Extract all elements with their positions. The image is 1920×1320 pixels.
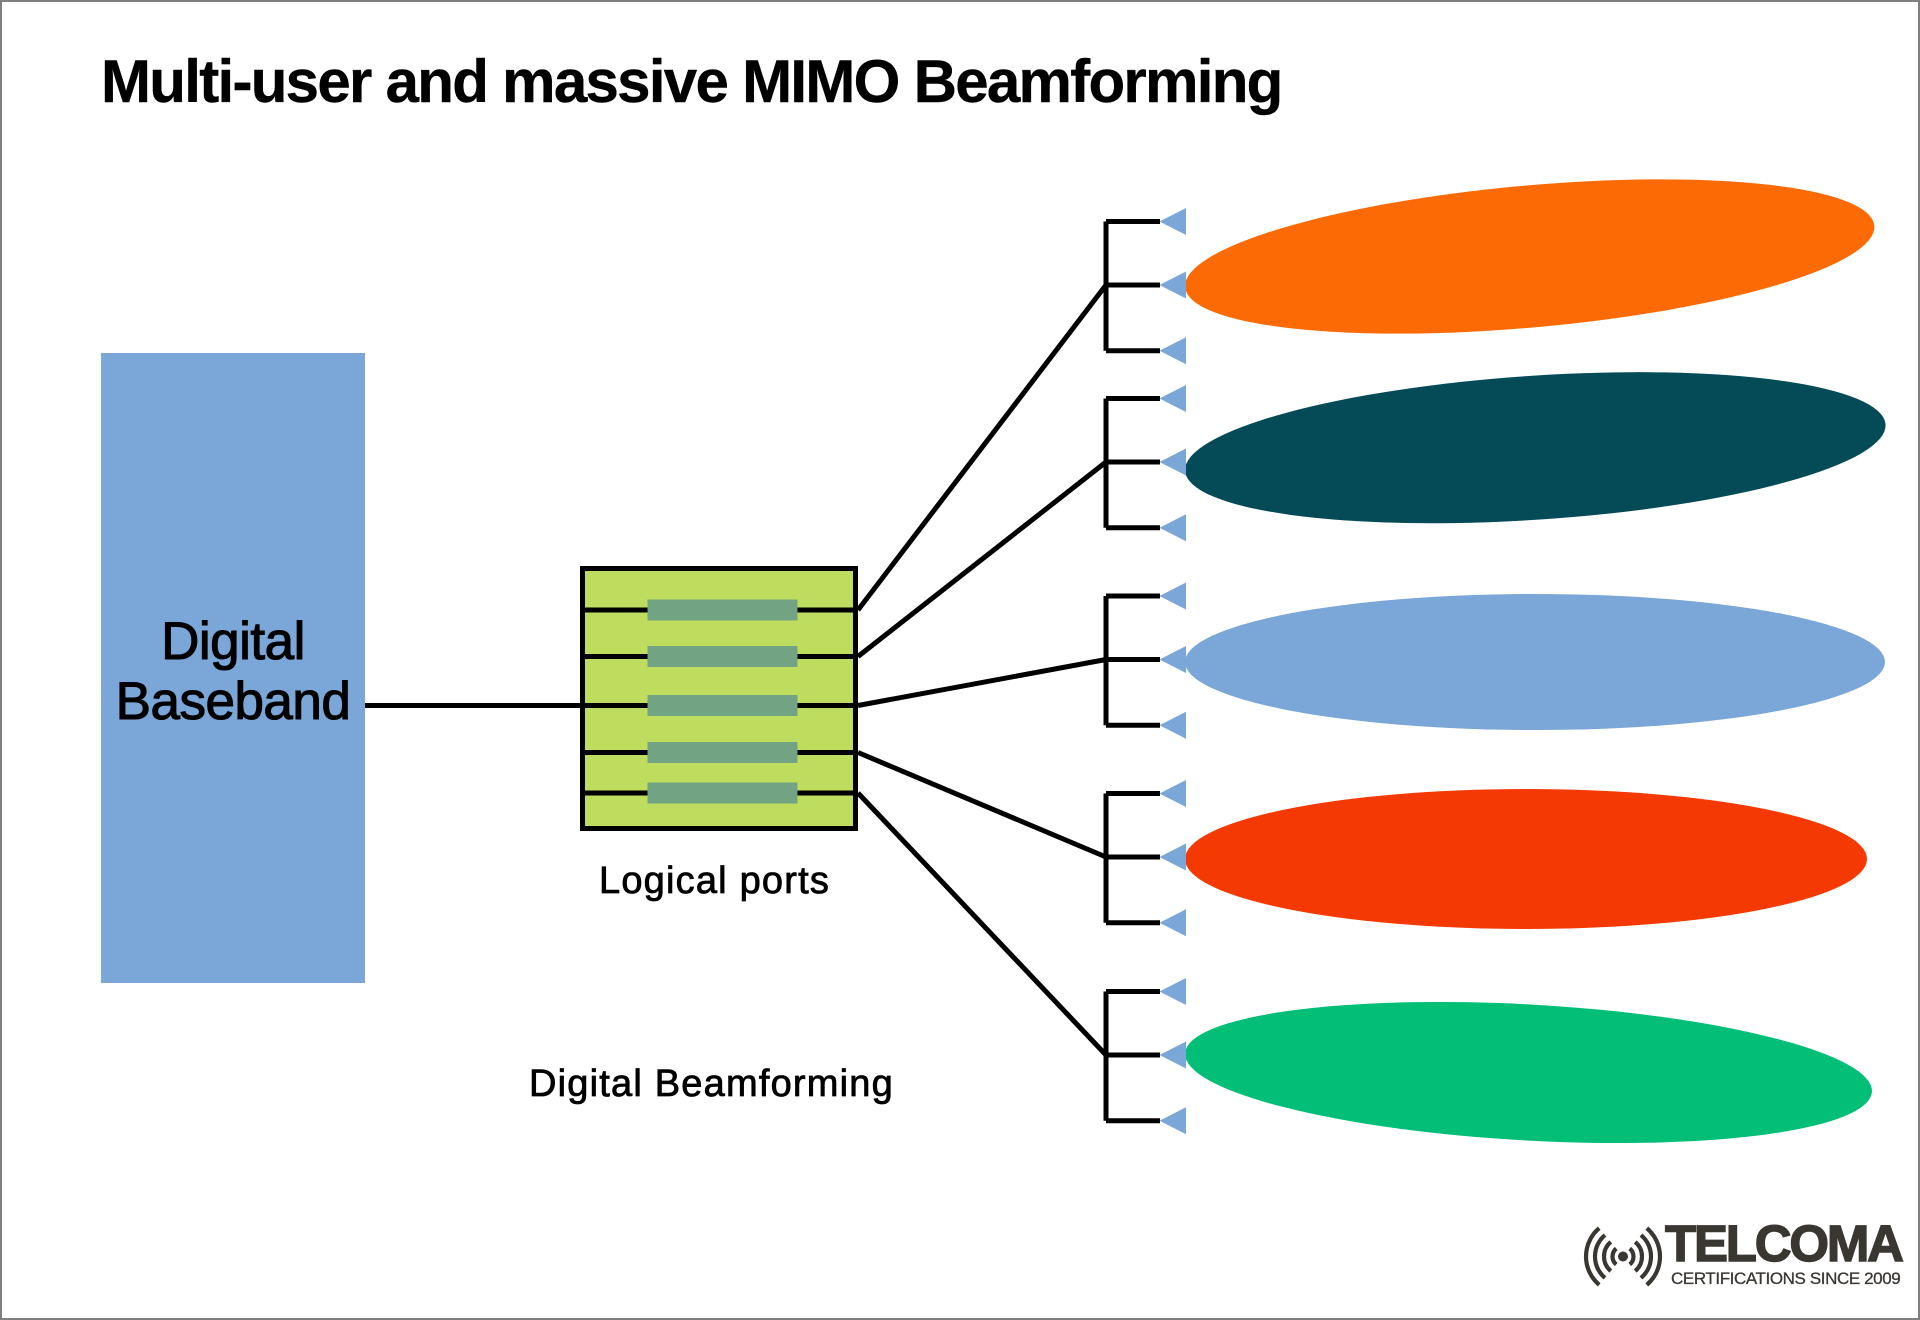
antenna-element-icon [1159, 1041, 1186, 1069]
antenna-bracket-5 [1103, 989, 1160, 1124]
logical-ports-label: Logical ports [599, 860, 831, 902]
feed-line-1 [856, 283, 1108, 612]
antenna-element-icon [1159, 711, 1186, 739]
logical-ports-box [365, 566, 858, 831]
antenna-element-icon [1159, 978, 1186, 1005]
antenna-bracket-2 [1103, 396, 1160, 531]
radio-arcs-right [1630, 1228, 1660, 1285]
logo-tagline-text: CERTIFICATIONS SINCE 2009 [1671, 1269, 1901, 1288]
antenna-element-icon [1159, 780, 1186, 807]
feed-line-2 [856, 460, 1108, 659]
antenna-bracket-3 [1103, 593, 1160, 728]
antenna-element-icon [1159, 448, 1186, 476]
radio-dot [1618, 1251, 1628, 1262]
antenna-element-icon [1159, 337, 1186, 365]
port-bar-5 [647, 782, 798, 804]
radio-arc [1592, 1233, 1607, 1280]
antenna-element-icon [1159, 208, 1186, 235]
antenna-element-icon [1159, 582, 1186, 610]
antenna-element-icon [1159, 385, 1186, 412]
port-bars [647, 599, 798, 804]
page-title: Multi-user and massive MIMO Beamforming [101, 48, 1284, 115]
logo-brand-text: TELCOMA [1664, 1215, 1904, 1272]
antenna-brackets [1103, 219, 1160, 1124]
digital-baseband-box [101, 353, 365, 983]
port-bar-4 [647, 742, 798, 763]
radio-arcs-left [1583, 1226, 1618, 1287]
antenna-element-icon [1159, 271, 1186, 299]
radio-waves-icon [1583, 1226, 1660, 1287]
antenna-elements [1159, 208, 1186, 1135]
antenna-element-icon [1159, 909, 1186, 937]
feed-line-5 [856, 791, 1108, 1057]
port-bar-1 [647, 599, 798, 621]
digital-baseband-line1: Digital [161, 611, 306, 671]
port-bar-2 [647, 646, 798, 667]
beam-1 [1185, 179, 1875, 334]
radio-arc [1583, 1226, 1601, 1287]
antenna-element-icon [1159, 514, 1186, 542]
antenna-bracket-1 [1103, 219, 1160, 354]
antenna-element-icon [1159, 646, 1186, 673]
radio-arc [1610, 1246, 1618, 1267]
antenna-bracket-4 [1103, 791, 1160, 926]
feed-line-4 [857, 750, 1107, 860]
port-bar-3 [647, 695, 798, 716]
feed-line-3 [857, 657, 1107, 708]
beam-5 [1185, 1001, 1872, 1144]
digital-baseband-line2: Baseband [115, 671, 351, 731]
digital-beamforming-label: Digital Beamforming [529, 1063, 894, 1105]
digital-baseband-label: Digital Baseband [101, 611, 365, 732]
beam-2 [1185, 372, 1886, 524]
beam-4 [1185, 789, 1867, 929]
feed-lines [856, 283, 1108, 1057]
antenna-element-icon [1159, 1107, 1186, 1135]
beam-3 [1185, 594, 1885, 730]
logical-ports-box-border [580, 566, 858, 831]
radio-arc [1601, 1240, 1613, 1273]
antenna-element-icon [1159, 843, 1186, 871]
beam-group [1185, 179, 1886, 1144]
